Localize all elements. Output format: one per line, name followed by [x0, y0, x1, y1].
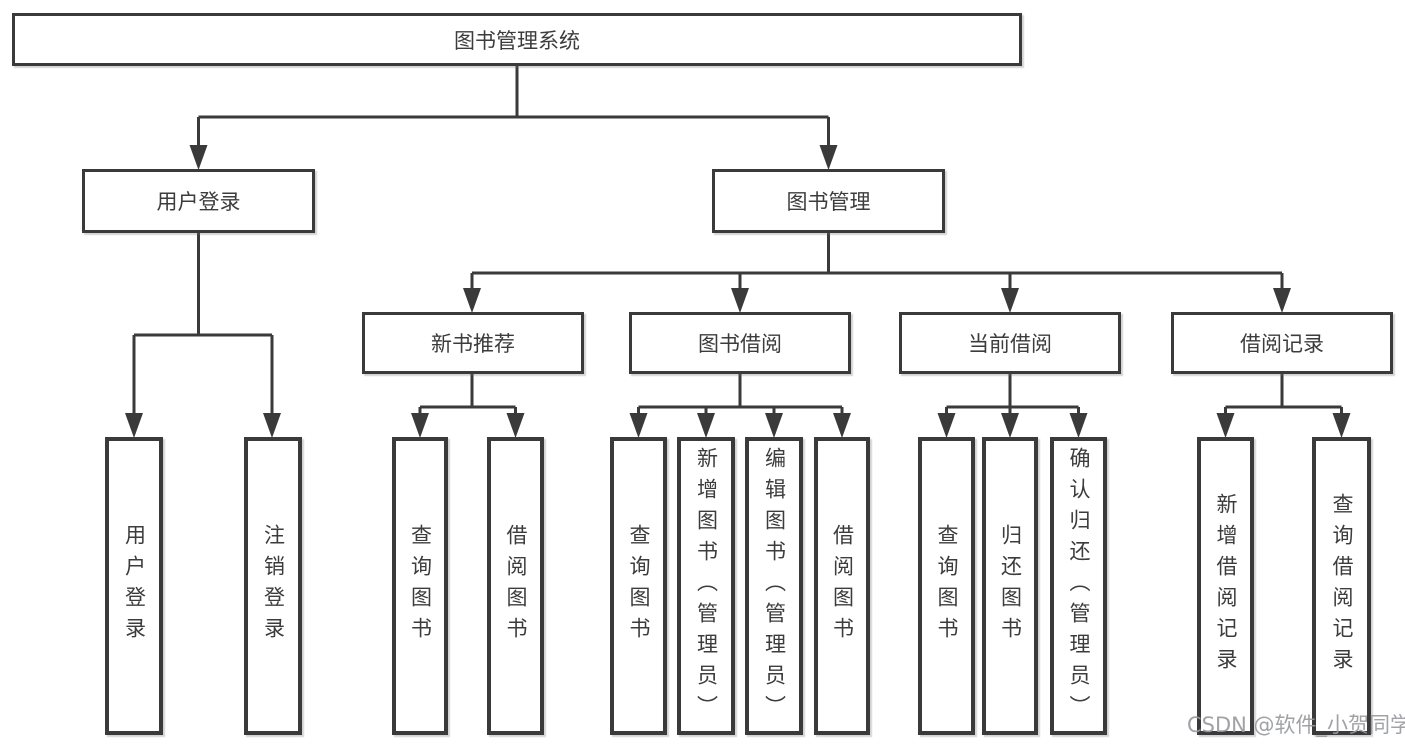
- leaf-borrow-books-recommend: 借阅图书: [487, 437, 544, 735]
- arrowhead: [411, 413, 429, 438]
- leaf-search-borrow-record-label: 查询借阅记录: [1330, 493, 1354, 679]
- arrowhead: [697, 413, 715, 438]
- connector-book-management-children: [470, 233, 1284, 289]
- leaf-borrow-books-recommend-label: 借阅图书: [504, 524, 528, 648]
- node-current-borrow-label: 当前借阅: [968, 332, 1052, 356]
- node-borrow-records-label: 借阅记录: [1240, 332, 1324, 356]
- arrowhead: [937, 413, 956, 438]
- arrowhead: [629, 413, 648, 438]
- arrowhead: [1069, 413, 1088, 438]
- leaf-add-book-admin: 新增图书（管理员）: [677, 437, 735, 735]
- node-book-borrow: 图书借阅: [629, 312, 851, 374]
- node-root: 图书管理系统: [12, 13, 1022, 66]
- connector-borrow-records-children: [1224, 374, 1343, 414]
- leaf-borrow-books-label: 借阅图书: [830, 524, 855, 648]
- node-borrow-records: 借阅记录: [1171, 312, 1393, 374]
- leaf-return-books: 归还图书: [982, 437, 1038, 735]
- leaf-search-books-recommend: 查询图书: [392, 437, 448, 735]
- node-current-borrow: 当前借阅: [899, 312, 1121, 374]
- arrowhead: [1001, 413, 1019, 438]
- leaf-search-books-current: 查询图书: [918, 437, 975, 735]
- leaf-search-borrow-record: 查询借阅记录: [1312, 437, 1371, 735]
- arrowhead: [819, 145, 838, 170]
- leaf-confirm-return-admin-label: 确认归还（管理员）: [1067, 446, 1091, 726]
- node-root-label: 图书管理系统: [454, 28, 580, 53]
- leaf-logout-label: 注销登录: [261, 524, 286, 648]
- leaf-search-books-borrow-label: 查询图书: [627, 524, 651, 648]
- arrowhead: [1001, 288, 1019, 313]
- leaf-edit-book-admin: 编辑图书（管理员）: [745, 437, 803, 735]
- connector-new-book-recommend-children: [418, 374, 517, 414]
- connector-current-borrow-children: [945, 374, 1080, 414]
- leaf-add-book-admin-label: 新增图书（管理员）: [694, 446, 719, 726]
- node-user-login: 用户登录: [82, 169, 315, 233]
- leaf-borrow-books: 借阅图书: [814, 437, 870, 735]
- leaf-return-books-label: 归还图书: [998, 524, 1023, 648]
- leaf-logout: 注销登录: [244, 437, 302, 735]
- arrowhead: [765, 413, 783, 438]
- leaf-user-login-label: 用户登录: [122, 524, 147, 648]
- arrowhead: [463, 288, 481, 313]
- csdn-watermark: CSDN @软件_小贺同学: [1187, 713, 1405, 737]
- leaf-edit-book-admin-label: 编辑图书（管理员）: [762, 446, 787, 726]
- leaf-add-borrow-record: 新增借阅记录: [1197, 437, 1254, 735]
- leaf-search-books-current-label: 查询图书: [935, 524, 959, 648]
- arrowhead: [189, 145, 208, 170]
- leaf-confirm-return-admin: 确认归还（管理员）: [1050, 437, 1107, 735]
- connector-root-to-level2: [197, 66, 830, 146]
- connector-book-borrow-children: [637, 374, 844, 414]
- leaf-search-books-borrow: 查询图书: [610, 437, 667, 735]
- arrowhead: [1216, 413, 1235, 438]
- node-book-borrow-label: 图书借阅: [698, 332, 782, 356]
- arrowheads: [125, 145, 1351, 438]
- arrowhead: [731, 288, 749, 313]
- arrowhead: [125, 413, 143, 438]
- node-book-management-label: 图书管理: [786, 190, 871, 214]
- node-user-login-label: 用户登录: [156, 190, 241, 214]
- leaf-add-borrow-record-label: 新增借阅记录: [1214, 493, 1238, 679]
- arrowhead: [506, 413, 525, 438]
- arrowhead: [833, 413, 851, 438]
- leaf-user-login: 用户登录: [105, 437, 163, 735]
- node-book-management: 图书管理: [712, 169, 945, 233]
- arrowhead: [263, 413, 281, 438]
- node-new-book-recommend-label: 新书推荐: [431, 332, 515, 356]
- node-new-book-recommend: 新书推荐: [362, 312, 584, 374]
- arrowhead: [1332, 413, 1351, 438]
- leaf-search-books-recommend-label: 查询图书: [408, 524, 433, 648]
- arrowhead: [1273, 288, 1291, 313]
- connector-user-login-children: [132, 233, 274, 414]
